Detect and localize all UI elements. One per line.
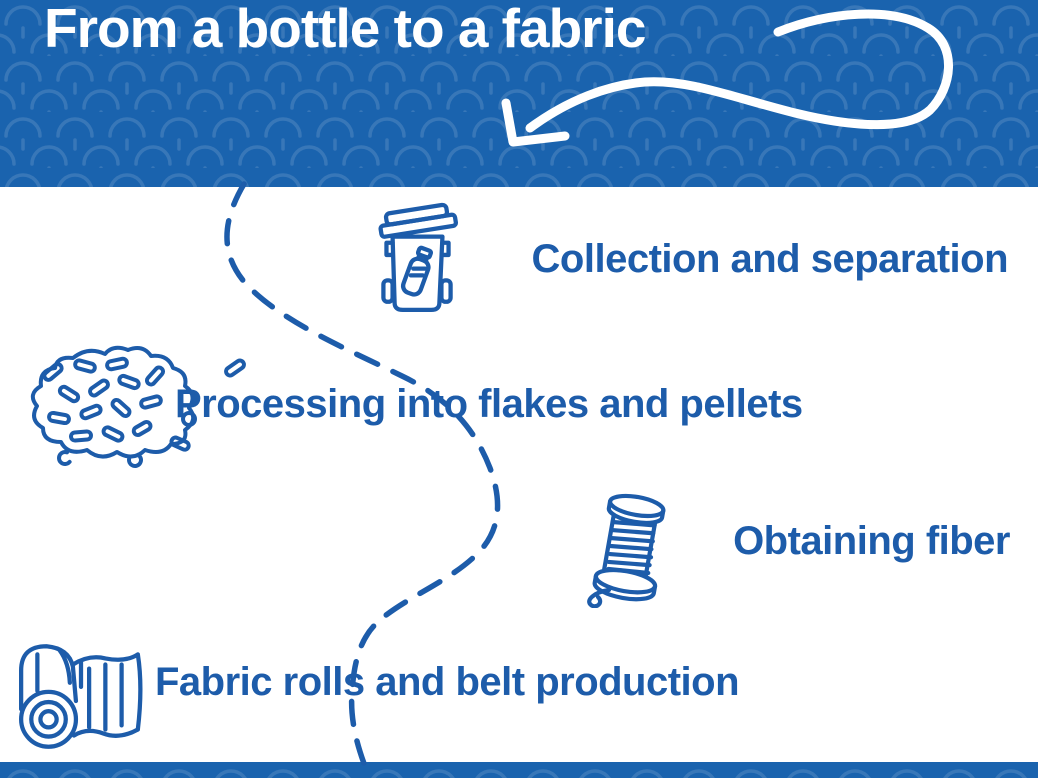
curved-arrow-icon — [501, 9, 953, 147]
fabric-roll-icon — [12, 642, 149, 754]
thread-spool-icon — [582, 490, 684, 608]
footer-band — [0, 762, 1038, 778]
scallop-wave-pattern — [0, 0, 1038, 187]
step-label-fiber: Obtaining fiber — [733, 519, 1010, 563]
footer-scallop-pattern — [0, 762, 1038, 778]
step-label-fabric-rolls: Fabric rolls and belt production — [155, 660, 740, 704]
flakes-and-pellets-icon — [13, 340, 258, 470]
step-label-processing: Processing into flakes and pellets — [175, 382, 803, 426]
page-title: From a bottle to a fabric — [44, 0, 646, 59]
step-label-collection: Collection and separation — [531, 237, 1009, 281]
header-banner: From a bottle to a fabric — [0, 0, 1038, 187]
recycling-bin-icon — [371, 202, 463, 316]
